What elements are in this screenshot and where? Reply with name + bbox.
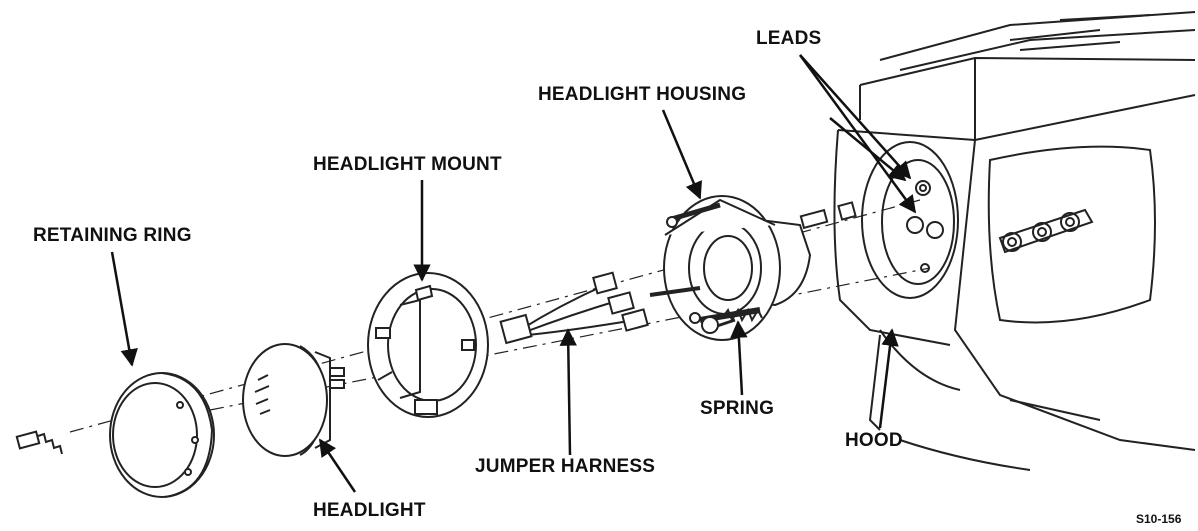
- label-headlight: HEADLIGHT: [313, 500, 426, 521]
- label-spring: SPRING: [700, 398, 775, 419]
- hood: [833, 11, 1196, 471]
- label-retaining-ring: RETAINING RING: [33, 225, 192, 246]
- hood-side-connectors: [998, 208, 1094, 254]
- label-hood: HOOD: [845, 430, 903, 451]
- label-headlight-housing: HEADLIGHT HOUSING: [538, 84, 747, 105]
- label-leads: LEADS: [756, 28, 822, 49]
- figure-code: S10-156: [1136, 512, 1182, 526]
- label-headlight-mount: HEADLIGHT MOUNT: [313, 154, 502, 175]
- spring: [721, 307, 763, 323]
- label-leader-arrows: [110, 54, 917, 493]
- headlight-housing: [649, 195, 812, 341]
- retaining-screw: [15, 430, 63, 455]
- leads-pins: [799, 201, 857, 230]
- jumper-harness: [499, 271, 649, 345]
- headlight-mount: [367, 272, 489, 418]
- label-jumper-harness: JUMPER HARNESS: [475, 456, 656, 477]
- retaining-ring: [109, 372, 215, 498]
- hood-headlight-opening: [861, 141, 959, 299]
- headlight-lamp: [242, 343, 345, 457]
